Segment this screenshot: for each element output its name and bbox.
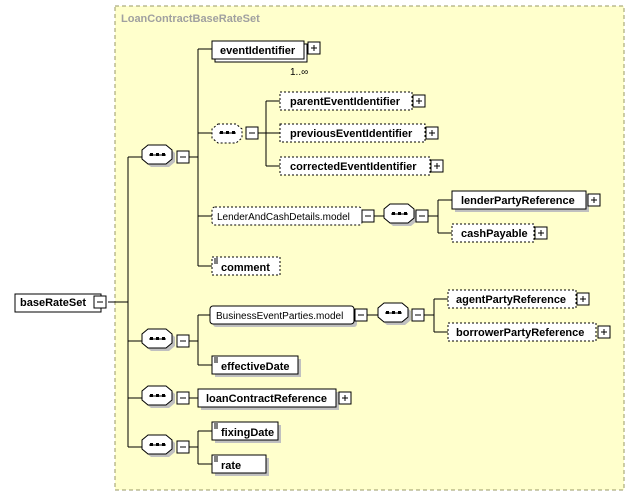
effective-date-label: effectiveDate [221, 361, 289, 373]
type-container [114, 5, 625, 491]
comment-label: comment [221, 262, 270, 274]
root-element-label: baseRateSet [20, 297, 86, 309]
cash-payable-element[interactable]: cashPayable [451, 223, 535, 243]
agent-party-reference-element[interactable]: agentPartyReference [447, 289, 577, 309]
parent-event-identifier-element[interactable]: parentEventIdentifier [279, 91, 413, 111]
sequence-3-collapse-toggle[interactable] [176, 391, 190, 405]
sequence-2-collapse-toggle[interactable] [176, 334, 190, 348]
effective-date-element[interactable]: effectiveDate [211, 355, 301, 377]
choice-collapse-toggle[interactable] [245, 126, 259, 140]
parent-event-identifier-label: parentEventIdentifier [290, 96, 401, 108]
event-identifier-element[interactable]: eventIdentifier [211, 40, 308, 63]
rate-label: rate [221, 460, 241, 472]
business-event-parties-collapse-toggle[interactable] [354, 308, 368, 322]
cash-payable-label: cashPayable [461, 228, 528, 240]
fixing-date-element[interactable]: fixingDate [211, 421, 281, 443]
fixing-date-label: fixingDate [221, 427, 274, 439]
sequence-compositor-4[interactable] [141, 434, 175, 457]
business-parties-sequence[interactable] [377, 302, 411, 325]
loan-contract-reference-element[interactable]: loanContractReference [197, 388, 339, 410]
lender-party-reference-label: lenderPartyReference [461, 195, 575, 207]
borrower-party-reference-element[interactable]: borrowerPartyReference [447, 322, 597, 342]
sequence-compositor-3[interactable] [141, 385, 175, 408]
connectors [108, 48, 452, 465]
corrected-event-identifier-expand-toggle[interactable] [430, 159, 444, 173]
lender-details-sequence[interactable] [383, 203, 417, 226]
sequence-1-collapse-toggle[interactable] [176, 150, 190, 164]
event-identifier-cardinality: 1..∞ [290, 67, 308, 78]
rate-element[interactable]: rate [211, 454, 269, 476]
cash-payable-expand-toggle[interactable] [534, 226, 548, 240]
agent-party-reference-label: agentPartyReference [456, 294, 566, 306]
sequence-compositor-2[interactable] [141, 328, 175, 351]
lender-and-cash-details-group[interactable]: LenderAndCashDetails.model [211, 206, 363, 226]
previous-event-identifier-element[interactable]: previousEventIdentifier [279, 123, 426, 143]
lender-party-reference-expand-toggle[interactable] [587, 193, 601, 207]
loan-contract-reference-expand-toggle[interactable] [338, 391, 352, 405]
comment-element[interactable]: comment [211, 256, 281, 276]
root-collapse-toggle[interactable] [93, 295, 107, 309]
lender-details-sequence-toggle[interactable] [415, 209, 429, 223]
lender-party-reference-element[interactable]: lenderPartyReference [451, 190, 589, 212]
business-event-parties-group[interactable]: BusinessEventParties.model [209, 305, 357, 327]
event-identifier-expand-toggle[interactable] [307, 41, 321, 55]
parent-event-identifier-expand-toggle[interactable] [412, 94, 426, 108]
event-identifier-label: eventIdentifier [220, 45, 296, 57]
previous-event-identifier-label: previousEventIdentifier [290, 128, 413, 140]
business-event-parties-label: BusinessEventParties.model [216, 311, 343, 322]
agent-party-reference-expand-toggle[interactable] [576, 292, 590, 306]
lender-and-cash-details-label: LenderAndCashDetails.model [217, 212, 350, 223]
corrected-event-identifier-label: correctedEventIdentifier [290, 161, 417, 173]
loan-contract-reference-label: loanContractReference [206, 393, 327, 405]
corrected-event-identifier-element[interactable]: correctedEventIdentifier [279, 156, 431, 176]
business-parties-sequence-toggle[interactable] [411, 308, 425, 322]
borrower-party-reference-expand-toggle[interactable] [597, 325, 611, 339]
lender-and-cash-details-collapse-toggle[interactable] [361, 209, 375, 223]
borrower-party-reference-label: borrowerPartyReference [456, 327, 584, 339]
sequence-compositor-1[interactable] [141, 144, 175, 167]
type-name-label: LoanContractBaseRateSet [121, 13, 260, 25]
previous-event-identifier-expand-toggle[interactable] [425, 126, 439, 140]
sequence-4-collapse-toggle[interactable] [176, 440, 190, 454]
choice-compositor[interactable] [211, 123, 243, 144]
root-element[interactable]: baseRateSet [14, 293, 102, 313]
